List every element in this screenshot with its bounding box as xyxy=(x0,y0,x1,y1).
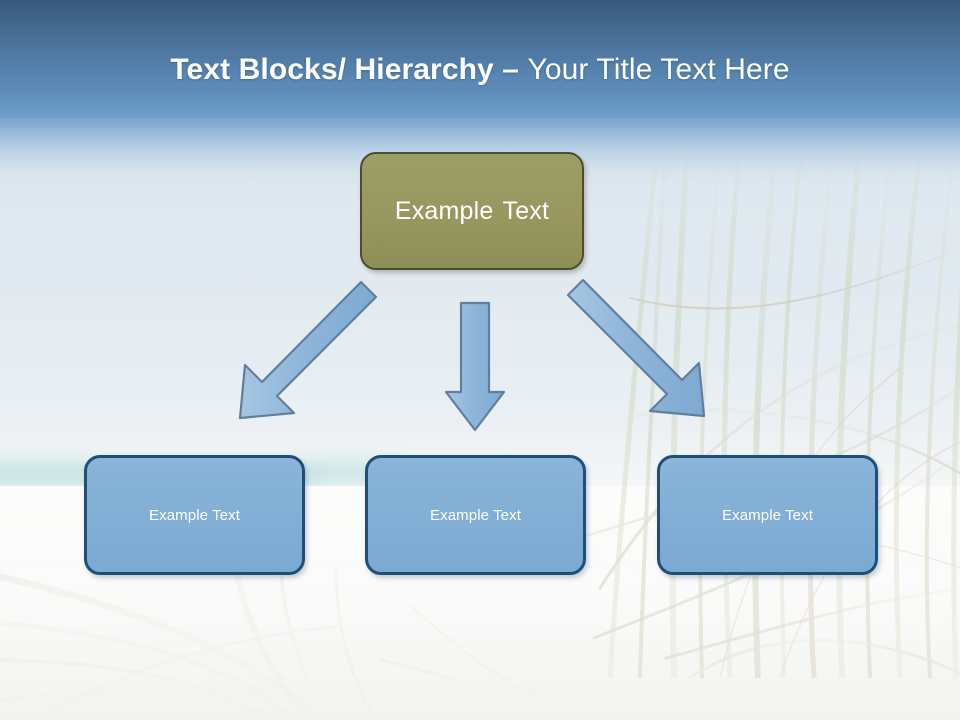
page-title-separator: – xyxy=(493,53,528,86)
arrow-down-right-shape xyxy=(566,278,706,418)
arrow-down-shape xyxy=(444,301,506,432)
hierarchy-child-label-3: Example Text xyxy=(722,506,813,524)
hierarchy-child-label-1: Example Text xyxy=(149,506,240,524)
hierarchy-child-box-1[interactable]: Example Text xyxy=(84,455,305,575)
title-banner xyxy=(0,0,960,128)
page-title-light: Your Title Text Here xyxy=(527,53,790,86)
hierarchy-child-box-3[interactable]: Example Text xyxy=(657,455,878,575)
page-title-bold: Text Blocks/ Hierarchy xyxy=(170,53,494,86)
page-title: Text Blocks/ Hierarchy – Your Title Text… xyxy=(0,52,960,88)
hierarchy-child-label-2: Example Text xyxy=(430,506,521,524)
hierarchy-child-box-2[interactable]: Example Text xyxy=(365,455,586,575)
arrow-down-left-shape xyxy=(238,280,378,420)
